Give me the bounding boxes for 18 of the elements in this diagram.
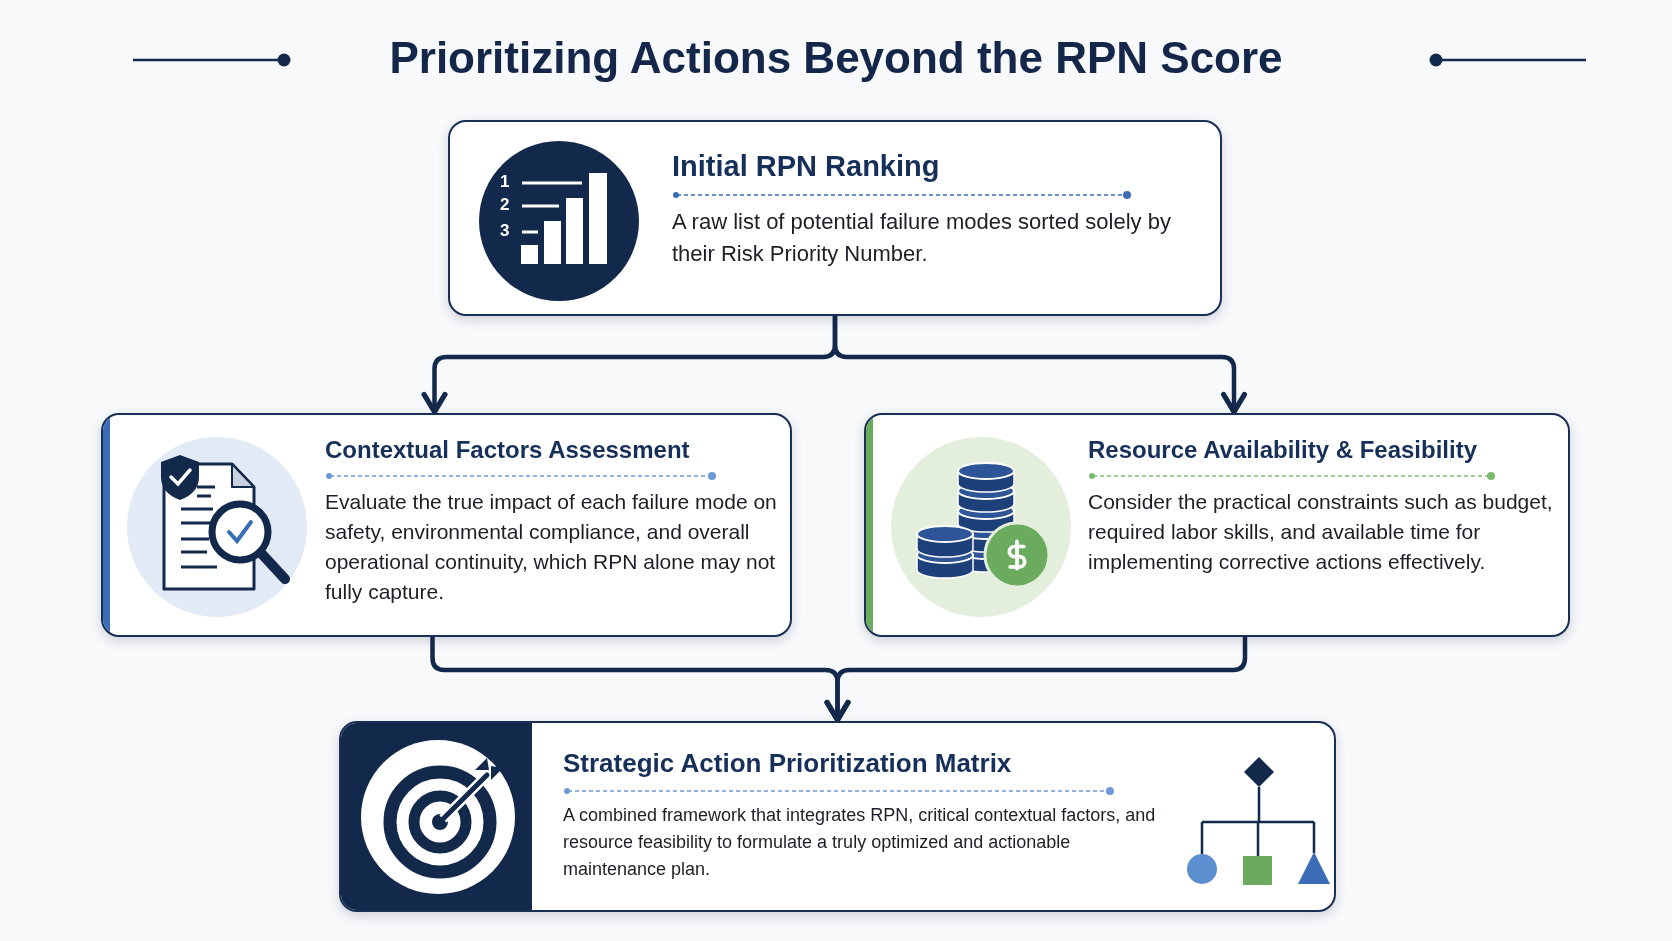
step-heading: Resource Availability & Feasibility [1088, 435, 1479, 465]
step-description: Consider the practical constraints such as budget, required labor skills, and available time for implementing corrective actions effectively. [1088, 489, 1554, 575]
step-description: Evaluate the true impact of each failure mode on safety, environmental compliance, and overall operational continuity, which RPN alone may not fully capture. [325, 489, 777, 605]
rank-number: 1 [500, 172, 510, 192]
step-heading: Initial RPN Ranking [672, 149, 941, 184]
process-box [101, 413, 792, 637]
step-heading: Contextual Factors Assessment [325, 435, 691, 465]
step-description: A raw list of potential failure modes sorted solely by their Risk Priority Number. [672, 208, 1172, 269]
rank-number: 2 [500, 195, 510, 215]
step-description: A combined framework that integrates RPN, critical contextual factors, and resource feasibility to formulate a truly optimized and actionable maintenance plan. [563, 803, 1157, 881]
diagram-title: Prioritizing Actions Beyond the RPN Score [389, 32, 1283, 84]
process-box [448, 120, 1222, 316]
connector-arrow [824, 637, 1248, 723]
process-box [339, 721, 1336, 912]
rank-number: 3 [500, 221, 510, 241]
step-heading: Strategic Action Prioritization Matrix [563, 747, 1013, 780]
connector-arrow [832, 316, 1248, 415]
process-box [864, 413, 1570, 637]
